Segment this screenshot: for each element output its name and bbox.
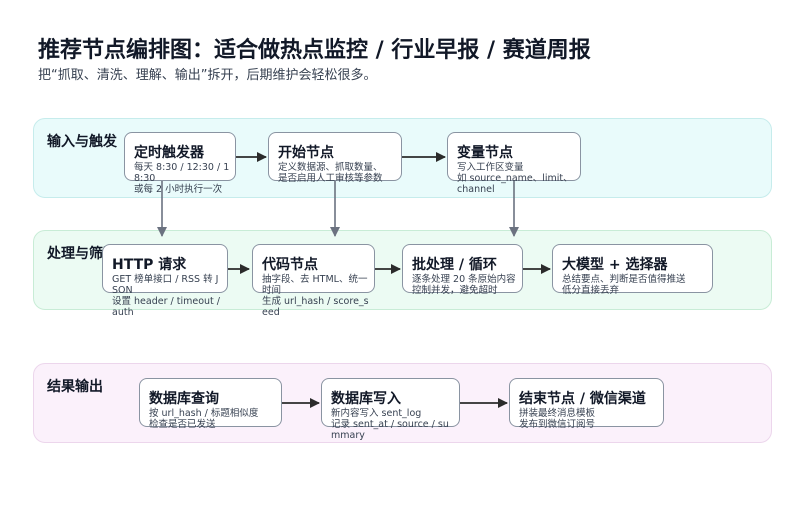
node-line: 总结要点、判断是否值得推送 xyxy=(562,274,686,285)
node-start[interactable]: 开始节点 定义数据源、抓取数量、 是否启用人工审核等参数 xyxy=(268,132,402,184)
lane-label: 结果输出 xyxy=(47,379,103,395)
node-line: 生成 url_hash / score_seed xyxy=(262,296,369,318)
node-line: 设置 header / timeout / auth xyxy=(112,296,220,318)
node-db-write[interactable]: 数据库写入 新内容写入 sent_log 记录 sent_at / source… xyxy=(321,378,460,441)
node-line: 定义数据源、抓取数量、 xyxy=(278,162,383,173)
node-title: HTTP 请求 xyxy=(112,257,187,273)
node-timer-trigger[interactable]: 定时触发器 每天 8:30 / 12:30 / 18:30 或每 2 小时执行一… xyxy=(124,132,236,195)
node-http-request[interactable]: HTTP 请求 GET 榜单接口 / RSS 转 JSON 设置 header … xyxy=(102,244,228,318)
node-end-wechat[interactable]: 结束节点 / 微信渠道 拼装最终消息模板 发布到微信订阅号 xyxy=(509,378,664,430)
node-llm-selector[interactable]: 大模型 + 选择器 总结要点、判断是否值得推送 低分直接丢弃 xyxy=(552,244,713,296)
node-title: 结束节点 / 微信渠道 xyxy=(519,391,646,407)
node-line: GET 榜单接口 / RSS 转 JSON xyxy=(112,274,219,296)
node-variable[interactable]: 变量节点 写入工作区变量 如 source_name、limit、channel xyxy=(447,132,581,195)
node-line: 按 url_hash / 标题相似度 xyxy=(149,408,259,419)
node-batch-loop[interactable]: 批处理 / 循环 逐条处理 20 条原始内容 控制并发，避免超时 xyxy=(402,244,523,296)
node-line: 每天 8:30 / 12:30 / 18:30 xyxy=(134,162,230,184)
node-title: 变量节点 xyxy=(457,145,513,161)
node-line: 或每 2 小时执行一次 xyxy=(134,184,223,195)
node-title: 批处理 / 循环 xyxy=(412,257,497,273)
lane-label: 输入与触发 xyxy=(47,134,117,150)
page-title: 推荐节点编排图：适合做热点监控 / 行业早报 / 赛道周报 xyxy=(38,38,591,63)
node-line: 抽字段、去 HTML、统一时间 xyxy=(262,274,368,296)
node-title: 定时触发器 xyxy=(134,145,204,161)
node-line: 低分直接丢弃 xyxy=(562,285,620,296)
node-title: 代码节点 xyxy=(262,257,318,273)
node-line: 控制并发，避免超时 xyxy=(412,285,498,296)
page-subtitle: 把“抓取、清洗、理解、输出”拆开，后期维护会轻松很多。 xyxy=(38,68,377,83)
node-line: 新内容写入 sent_log xyxy=(331,408,422,419)
node-line: 写入工作区变量 xyxy=(457,162,524,173)
node-title: 开始节点 xyxy=(278,145,334,161)
node-line: 是否启用人工审核等参数 xyxy=(278,173,383,184)
node-title: 数据库写入 xyxy=(331,391,401,407)
node-title: 大模型 + 选择器 xyxy=(562,257,668,273)
node-line: 检查是否已发送 xyxy=(149,419,216,430)
node-line: 拼装最终消息模板 xyxy=(519,408,596,419)
node-line: 记录 sent_at / source / summary xyxy=(331,419,449,441)
node-line: 逐条处理 20 条原始内容 xyxy=(412,274,516,285)
node-code[interactable]: 代码节点 抽字段、去 HTML、统一时间 生成 url_hash / score… xyxy=(252,244,375,318)
node-line: 如 source_name、limit、channel xyxy=(457,173,573,195)
lane-label: 处理与筛选 xyxy=(47,246,117,262)
node-db-query[interactable]: 数据库查询 按 url_hash / 标题相似度 检查是否已发送 xyxy=(139,378,282,430)
node-title: 数据库查询 xyxy=(149,391,219,407)
node-line: 发布到微信订阅号 xyxy=(519,419,596,430)
